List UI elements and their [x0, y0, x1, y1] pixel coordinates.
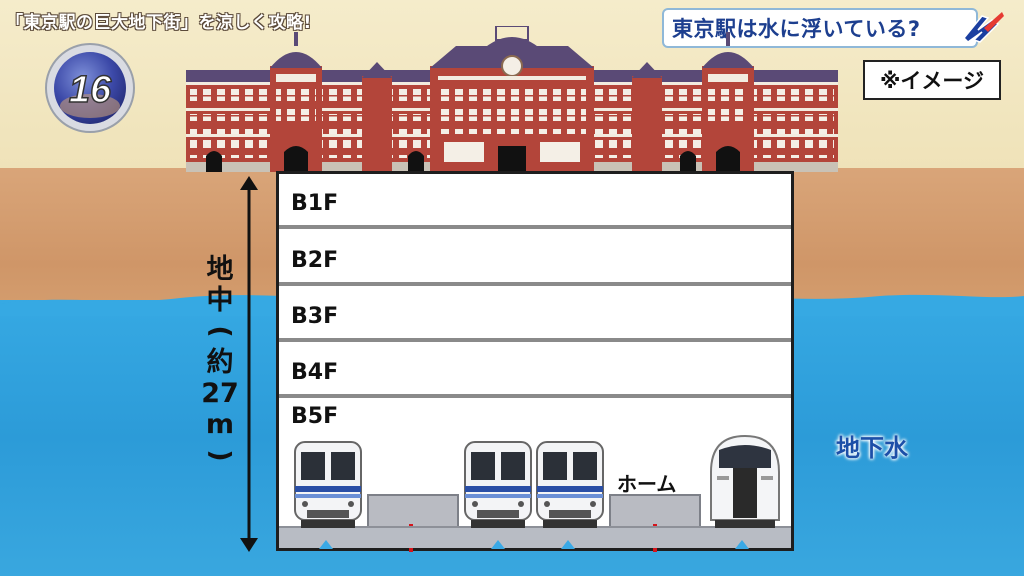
depth-char: )	[204, 449, 236, 462]
depth-char: 中	[206, 285, 234, 316]
train-front-icon	[294, 441, 362, 528]
floor-label-b1f: B1F	[291, 191, 339, 216]
depth-label: 地 中 ( 約 27 m )	[200, 254, 240, 471]
floor-divider	[279, 338, 791, 342]
track-marker-icon	[561, 540, 575, 549]
program-logo	[962, 12, 1004, 43]
floor-divider	[279, 394, 791, 398]
headline-caption: 「東京駅の巨大地下街」を涼しく攻略!	[6, 13, 312, 33]
train-front-icon	[536, 441, 604, 528]
depth-char: m	[205, 409, 235, 440]
image-note-text: ※イメージ	[880, 69, 984, 93]
train-front-icon	[464, 441, 532, 528]
underground-cross-section: B1F B2F B3F B4F B5F ホーム	[276, 171, 794, 552]
floor-divider	[279, 282, 791, 286]
floor-label-b5f: B5F	[291, 404, 339, 429]
groundwater-label: 地下水	[836, 434, 908, 462]
platform-label: ホーム	[617, 472, 677, 496]
track-bed	[279, 526, 791, 548]
track-marker-icon	[319, 540, 333, 549]
express-train-front-icon	[710, 434, 780, 528]
floor-label-b4f: B4F	[291, 360, 339, 385]
depth-char: 27	[201, 378, 239, 409]
track-marker-icon	[735, 540, 749, 549]
depth-char: (	[204, 325, 236, 338]
floor-label-b2f: B2F	[291, 248, 339, 273]
channel-number: 16	[69, 69, 112, 111]
depth-double-arrow-icon	[240, 176, 258, 552]
title-text: 東京駅は水に浮いている?	[672, 17, 921, 41]
title-box: 東京駅は水に浮いている?	[664, 10, 976, 46]
track-marker-icon	[491, 540, 505, 549]
depth-char: 地	[206, 254, 234, 285]
channel-16-logo: 16	[45, 43, 135, 133]
depth-char: 約	[206, 347, 234, 378]
floor-divider	[279, 225, 791, 229]
tokyo-station-building	[186, 26, 838, 172]
image-note-box: ※イメージ	[863, 60, 1001, 100]
platform-left	[367, 494, 459, 530]
floor-label-b3f: B3F	[291, 304, 339, 329]
